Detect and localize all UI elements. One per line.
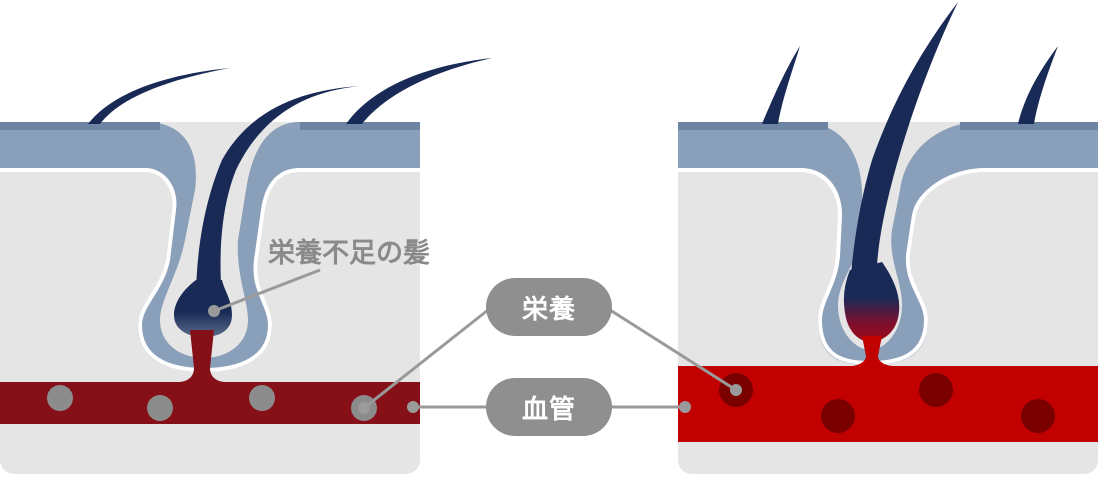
left-short-hair-2 (346, 58, 492, 124)
malnourished-hair-label: 栄養不足の髪 (268, 231, 430, 270)
left-epidermis-top-band (0, 122, 160, 130)
right-nutrient-dot (919, 373, 953, 407)
right-hair-right (1018, 46, 1058, 124)
blood-vessel-label-pill: 血管 (486, 378, 612, 436)
right-panel-nourished (678, 2, 1098, 474)
bulb-pointer-dot (208, 305, 220, 317)
right-hair-left (762, 46, 800, 124)
left-nutrient-dot (47, 385, 73, 411)
left-short-hair-1 (88, 68, 230, 124)
left-nutrient-dot (249, 385, 275, 411)
nutrition-label-pill: 栄養 (486, 278, 612, 336)
right-nutrient-dot (821, 399, 855, 433)
right-nutrient-dot (1021, 399, 1055, 433)
right-epidermis-top-band (678, 122, 828, 130)
left-nutrient-dot (147, 395, 173, 421)
